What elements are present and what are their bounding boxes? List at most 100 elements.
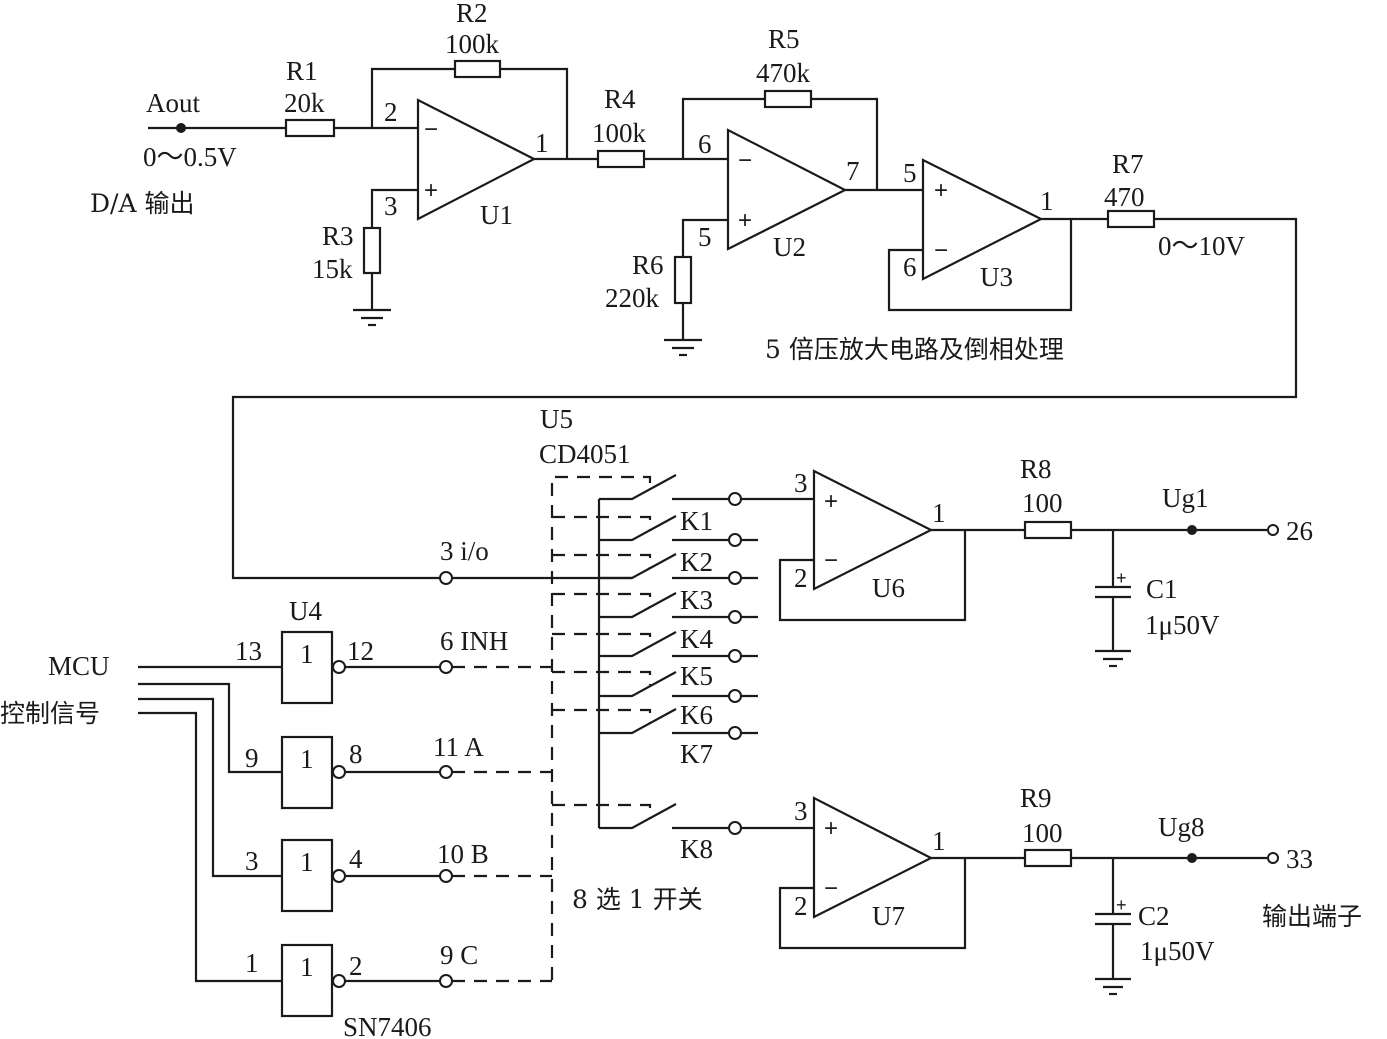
- switch-out-terminal: [728, 821, 742, 835]
- switch-k2: [599, 553, 677, 580]
- c1-value: 1μ50V: [1145, 610, 1220, 640]
- pin-io-label: 3 i/o: [440, 536, 489, 566]
- terminal-33-label: 33: [1286, 844, 1313, 874]
- r8-value: 100: [1022, 488, 1063, 518]
- r2-ref: R2: [456, 0, 488, 28]
- u6-plus: +: [824, 488, 838, 515]
- b-terminal: [439, 869, 453, 883]
- switch-out-terminal: [728, 689, 742, 703]
- wire: [811, 97, 879, 190]
- resistor-r4: [596, 149, 646, 169]
- r2-value: 100k: [445, 29, 500, 59]
- u7-pin-inv: 2: [794, 891, 808, 921]
- switch-out-terminal: [728, 610, 742, 624]
- u2-ref: U2: [773, 232, 806, 262]
- gate-out-pin: 8: [349, 739, 363, 769]
- r6-ref: R6: [632, 250, 664, 280]
- u6-stage: + − 3 2 1 U6 R8 100 Ug1 26 + C1 1μ50V: [778, 454, 1313, 668]
- u7-stage: + − 3 2 1 U7 R9 100 Ug8 33 输出端子 + C2 1μ5…: [778, 783, 1362, 996]
- switch-k3: [599, 592, 677, 619]
- section-title: 5 倍压放大电路及倒相处理: [765, 335, 1064, 364]
- c-terminal: [439, 974, 453, 988]
- ug8-node: [1187, 853, 1197, 863]
- r7-value: 470: [1104, 182, 1145, 212]
- u7-pin-noninv: 3: [794, 796, 808, 826]
- gate-in-pin: 1: [245, 948, 259, 978]
- switch-out-terminal: [728, 726, 742, 740]
- r3-value: 15k: [312, 254, 353, 284]
- mcu-control-label: 控制信号: [0, 699, 100, 728]
- resistor-r1: [284, 118, 336, 138]
- mux-ref: U5: [540, 404, 573, 434]
- u7-pin-out: 1: [932, 826, 946, 856]
- switch-label-k7: K7: [680, 739, 713, 769]
- c2-polarity: +: [1116, 895, 1127, 915]
- switch-label-k6: K6: [680, 700, 713, 730]
- inverter-section: MCU 控制信号 U4 SN7406 1 13 12 6 INH 1 9 8 1…: [0, 596, 552, 1039]
- u2-pin-noninv: 5: [698, 222, 712, 252]
- u7-plus: +: [824, 815, 838, 842]
- inverter-bubble: [332, 974, 346, 988]
- mcu-label: MCU: [48, 651, 110, 681]
- wire: [500, 67, 569, 159]
- inverter-gate: [280, 735, 334, 810]
- control-bus: [550, 475, 652, 980]
- pin-b-label: 10 B: [437, 839, 489, 869]
- wire: [370, 67, 455, 128]
- switch-label-k2: K2: [680, 547, 713, 577]
- gate-in-pin: 13: [235, 636, 262, 666]
- wire: [778, 530, 967, 622]
- u2-stage: R4 100k R5 470k − + 6 5 7 U2 R6 220k: [534, 24, 879, 357]
- input-node: [176, 123, 186, 133]
- u1-pin-out: 1: [535, 128, 549, 158]
- u3-pin-noninv: 5: [903, 158, 917, 188]
- gate-out-pin: 4: [349, 844, 363, 874]
- opamp-u3: [921, 158, 1044, 281]
- r4-value: 100k: [592, 118, 647, 148]
- inverter-part: SN7406: [343, 1012, 432, 1039]
- pin-c-label: 9 C: [440, 940, 478, 970]
- switch-k1: [599, 515, 677, 542]
- u3-pin-inv: 6: [903, 252, 917, 282]
- inverter-bubble: [332, 660, 346, 674]
- mux-part: CD4051: [539, 439, 631, 469]
- switch-k6: [599, 708, 677, 735]
- gate-in-pin: 9: [245, 743, 259, 773]
- r8-ref: R8: [1020, 454, 1052, 484]
- u3-minus: −: [934, 237, 948, 264]
- switch-0: [599, 474, 677, 501]
- resistor-r7: [1106, 209, 1156, 229]
- inverter-bubble: [332, 765, 346, 779]
- gate-symbol: 1: [300, 639, 314, 669]
- wire: [681, 218, 728, 257]
- u6-minus: −: [824, 547, 838, 574]
- wire: [138, 682, 282, 774]
- u3-ref: U3: [980, 262, 1013, 292]
- switch-out-terminal: [728, 571, 742, 585]
- wire: [778, 858, 967, 950]
- ground-icon: [353, 308, 391, 327]
- wire: [681, 97, 765, 159]
- switch-label-k4: K4: [680, 624, 713, 654]
- switch-out-terminal: [728, 649, 742, 663]
- gate-out-pin: 12: [347, 636, 374, 666]
- switch-k8: [599, 803, 677, 830]
- ug1-label: Ug1: [1162, 483, 1209, 513]
- control-link: [552, 515, 652, 530]
- switch-label-k8: K8: [680, 834, 713, 864]
- gate-symbol: 1: [300, 952, 314, 982]
- u1-ref: U1: [480, 200, 513, 230]
- inverter-gate: [280, 943, 334, 1018]
- resistor-r8: [1023, 520, 1073, 540]
- switch-label-k5: K5: [680, 661, 713, 691]
- resistor-r3: [362, 226, 382, 275]
- u1-plus: +: [424, 177, 438, 204]
- ground-icon: [664, 338, 702, 357]
- r4-ref: R4: [604, 84, 636, 114]
- inverter-ref: U4: [289, 596, 322, 626]
- r9-value: 100: [1022, 818, 1063, 848]
- u3-pin-out: 1: [1040, 186, 1054, 216]
- wire: [138, 697, 282, 878]
- control-link: [552, 803, 652, 818]
